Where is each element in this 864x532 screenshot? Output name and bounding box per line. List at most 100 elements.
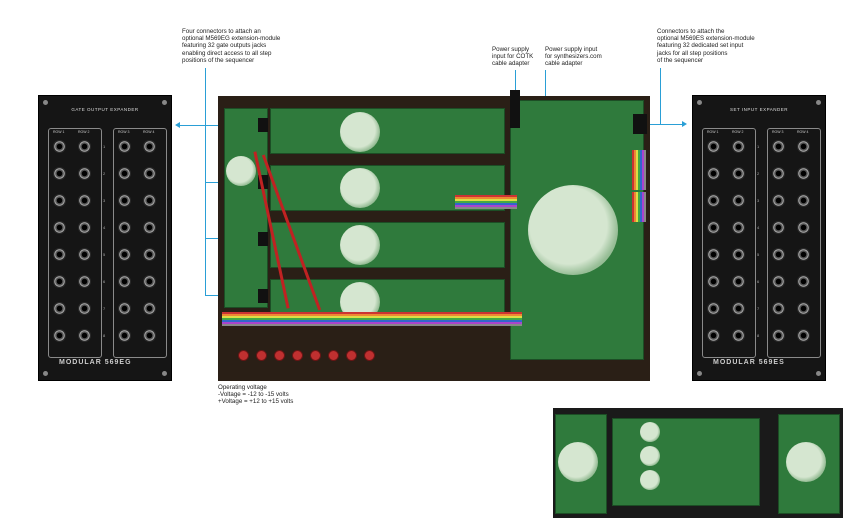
jack[interactable] [143, 194, 156, 207]
row-label: ROW 2 [732, 130, 744, 134]
moon-emblem [786, 442, 826, 482]
jack[interactable] [707, 329, 720, 342]
jack[interactable] [707, 302, 720, 315]
row-label: ROW 4 [143, 130, 155, 134]
jack[interactable] [118, 275, 131, 288]
jack[interactable] [732, 302, 745, 315]
jack[interactable] [732, 194, 745, 207]
jack[interactable] [772, 167, 785, 180]
step-number: 3 [103, 198, 106, 203]
jack[interactable] [772, 140, 785, 153]
moon-emblem [340, 225, 380, 265]
jack[interactable] [797, 140, 810, 153]
jack[interactable] [772, 221, 785, 234]
gate-output-expander-panel: GATE OUTPUT EXPANDER ROW 1 ROW 2 ROW 3 R… [38, 95, 172, 381]
jack-group-right [767, 128, 821, 358]
moon-emblem [640, 470, 660, 490]
jack[interactable] [797, 275, 810, 288]
jack[interactable] [118, 329, 131, 342]
note-synth-power: Power supply input for synthesizers.com … [545, 46, 602, 68]
jack[interactable] [797, 329, 810, 342]
jack[interactable] [772, 275, 785, 288]
jack[interactable] [53, 275, 66, 288]
moon-emblem [528, 185, 618, 275]
jack[interactable] [707, 221, 720, 234]
jack[interactable] [797, 221, 810, 234]
jack[interactable] [707, 140, 720, 153]
jack[interactable] [797, 167, 810, 180]
panel-screw [697, 100, 702, 105]
jack[interactable] [707, 248, 720, 261]
ribbon-cable [632, 192, 646, 222]
jack[interactable] [732, 167, 745, 180]
jack[interactable] [797, 194, 810, 207]
jack[interactable] [143, 248, 156, 261]
jack[interactable] [772, 302, 785, 315]
jack[interactable] [53, 194, 66, 207]
step-number: 5 [103, 252, 106, 257]
jack[interactable] [78, 221, 91, 234]
ribbon-cable [632, 150, 646, 190]
row-label: ROW 3 [118, 130, 130, 134]
jack[interactable] [732, 329, 745, 342]
jack[interactable] [797, 302, 810, 315]
jack[interactable] [78, 140, 91, 153]
jack[interactable] [797, 248, 810, 261]
step-number: 8 [757, 333, 760, 338]
jack[interactable] [772, 194, 785, 207]
note-operating-voltage: Operating voltage -Voltage = -12 to -15 … [218, 384, 294, 406]
callout-line-cotk [515, 70, 516, 100]
callout-line-synth [545, 70, 546, 115]
step-number: 3 [757, 198, 760, 203]
expander-connector [633, 114, 647, 134]
jack[interactable] [143, 302, 156, 315]
jack[interactable] [772, 329, 785, 342]
jack[interactable] [732, 248, 745, 261]
jack[interactable] [118, 194, 131, 207]
jack[interactable] [143, 140, 156, 153]
jack[interactable] [53, 167, 66, 180]
jack[interactable] [143, 329, 156, 342]
jack[interactable] [53, 302, 66, 315]
step-number: 4 [757, 225, 760, 230]
panel-title: SET INPUT EXPANDER [729, 107, 788, 112]
jack[interactable] [732, 275, 745, 288]
jack[interactable] [78, 167, 91, 180]
jack[interactable] [707, 275, 720, 288]
jack[interactable] [78, 302, 91, 315]
jack[interactable] [78, 275, 91, 288]
jack[interactable] [143, 221, 156, 234]
thumbnail-pcb-center [612, 418, 760, 506]
jack[interactable] [78, 248, 91, 261]
jack[interactable] [143, 167, 156, 180]
row-label: ROW 1 [707, 130, 719, 134]
jack[interactable] [53, 140, 66, 153]
jack[interactable] [118, 167, 131, 180]
jack[interactable] [118, 248, 131, 261]
step-number: 5 [757, 252, 760, 257]
callout-arrow-left [178, 125, 205, 126]
jack[interactable] [732, 221, 745, 234]
note-set-connectors: Connectors to attach the optional M569ES… [657, 28, 755, 64]
jack[interactable] [772, 248, 785, 261]
jack[interactable] [53, 248, 66, 261]
jack[interactable] [118, 221, 131, 234]
jack[interactable] [143, 275, 156, 288]
jack[interactable] [53, 329, 66, 342]
jack[interactable] [118, 302, 131, 315]
jack[interactable] [732, 140, 745, 153]
led-indicator [256, 350, 267, 361]
led-indicator [364, 350, 375, 361]
jack[interactable] [78, 194, 91, 207]
jack[interactable] [53, 221, 66, 234]
expander-connector [258, 118, 268, 132]
panel-screw [43, 100, 48, 105]
jack[interactable] [118, 140, 131, 153]
step-number: 7 [757, 306, 760, 311]
jack[interactable] [78, 329, 91, 342]
expander-connector [258, 289, 268, 303]
panel-screw [162, 100, 167, 105]
jack[interactable] [707, 167, 720, 180]
panel-logo: MODULAR 569EG [59, 359, 132, 366]
jack[interactable] [707, 194, 720, 207]
